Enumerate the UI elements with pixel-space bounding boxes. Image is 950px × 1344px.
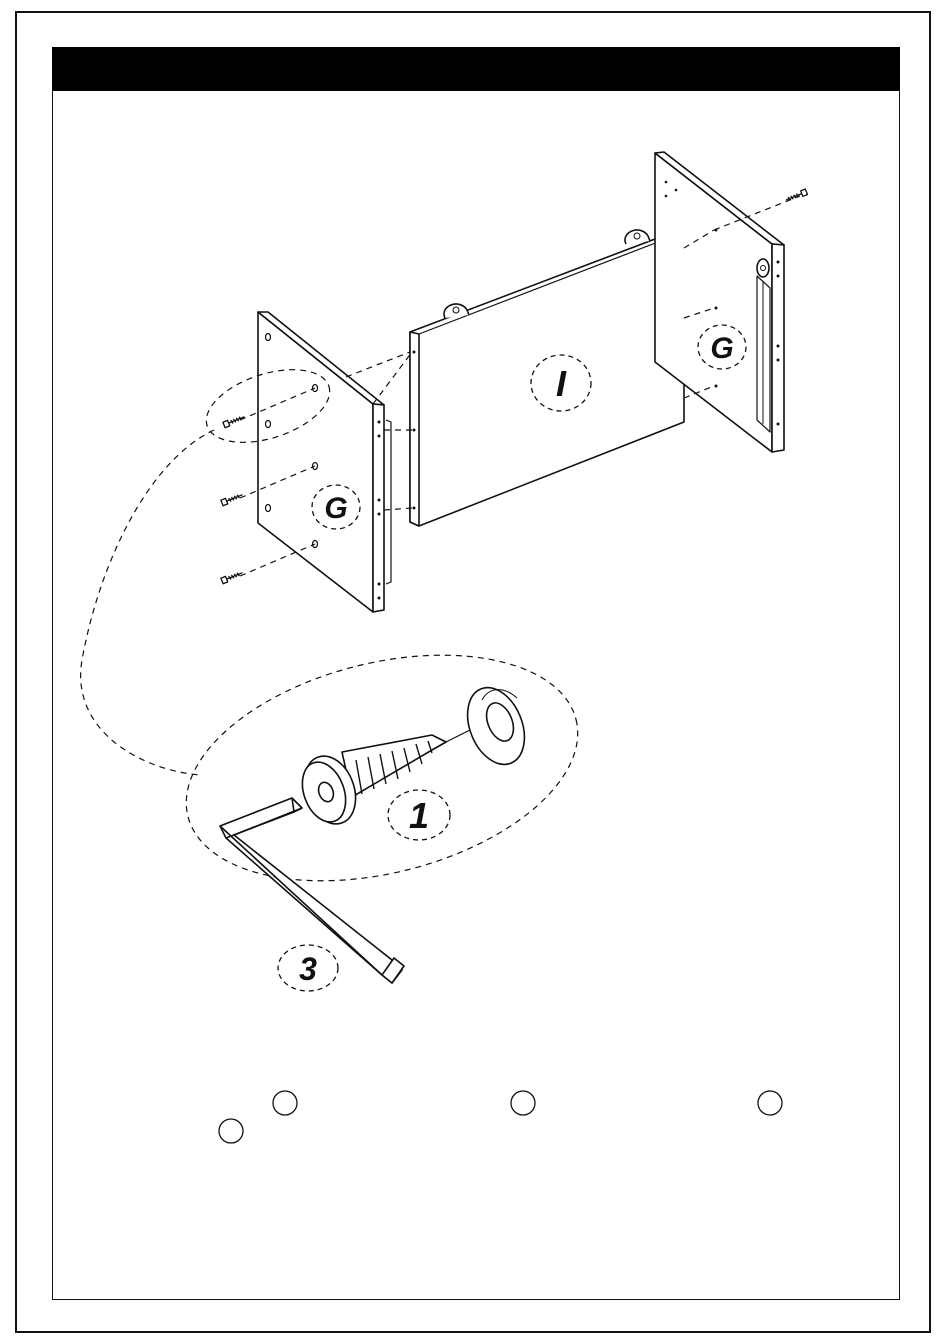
label-3: 3 (299, 951, 317, 987)
empty-circle (273, 1091, 297, 1115)
label-i: I (556, 363, 567, 404)
label-left-g: G (324, 492, 347, 525)
empty-circle (758, 1091, 782, 1115)
empty-circles (219, 1091, 782, 1143)
left-side-panel (258, 312, 391, 612)
label-1: 1 (409, 795, 429, 836)
empty-circle (219, 1119, 243, 1143)
label-right-g: G (710, 332, 733, 365)
empty-circle (511, 1091, 535, 1115)
center-panel (410, 228, 684, 526)
washer-icon (457, 679, 535, 773)
screw-part-icon (295, 730, 470, 831)
